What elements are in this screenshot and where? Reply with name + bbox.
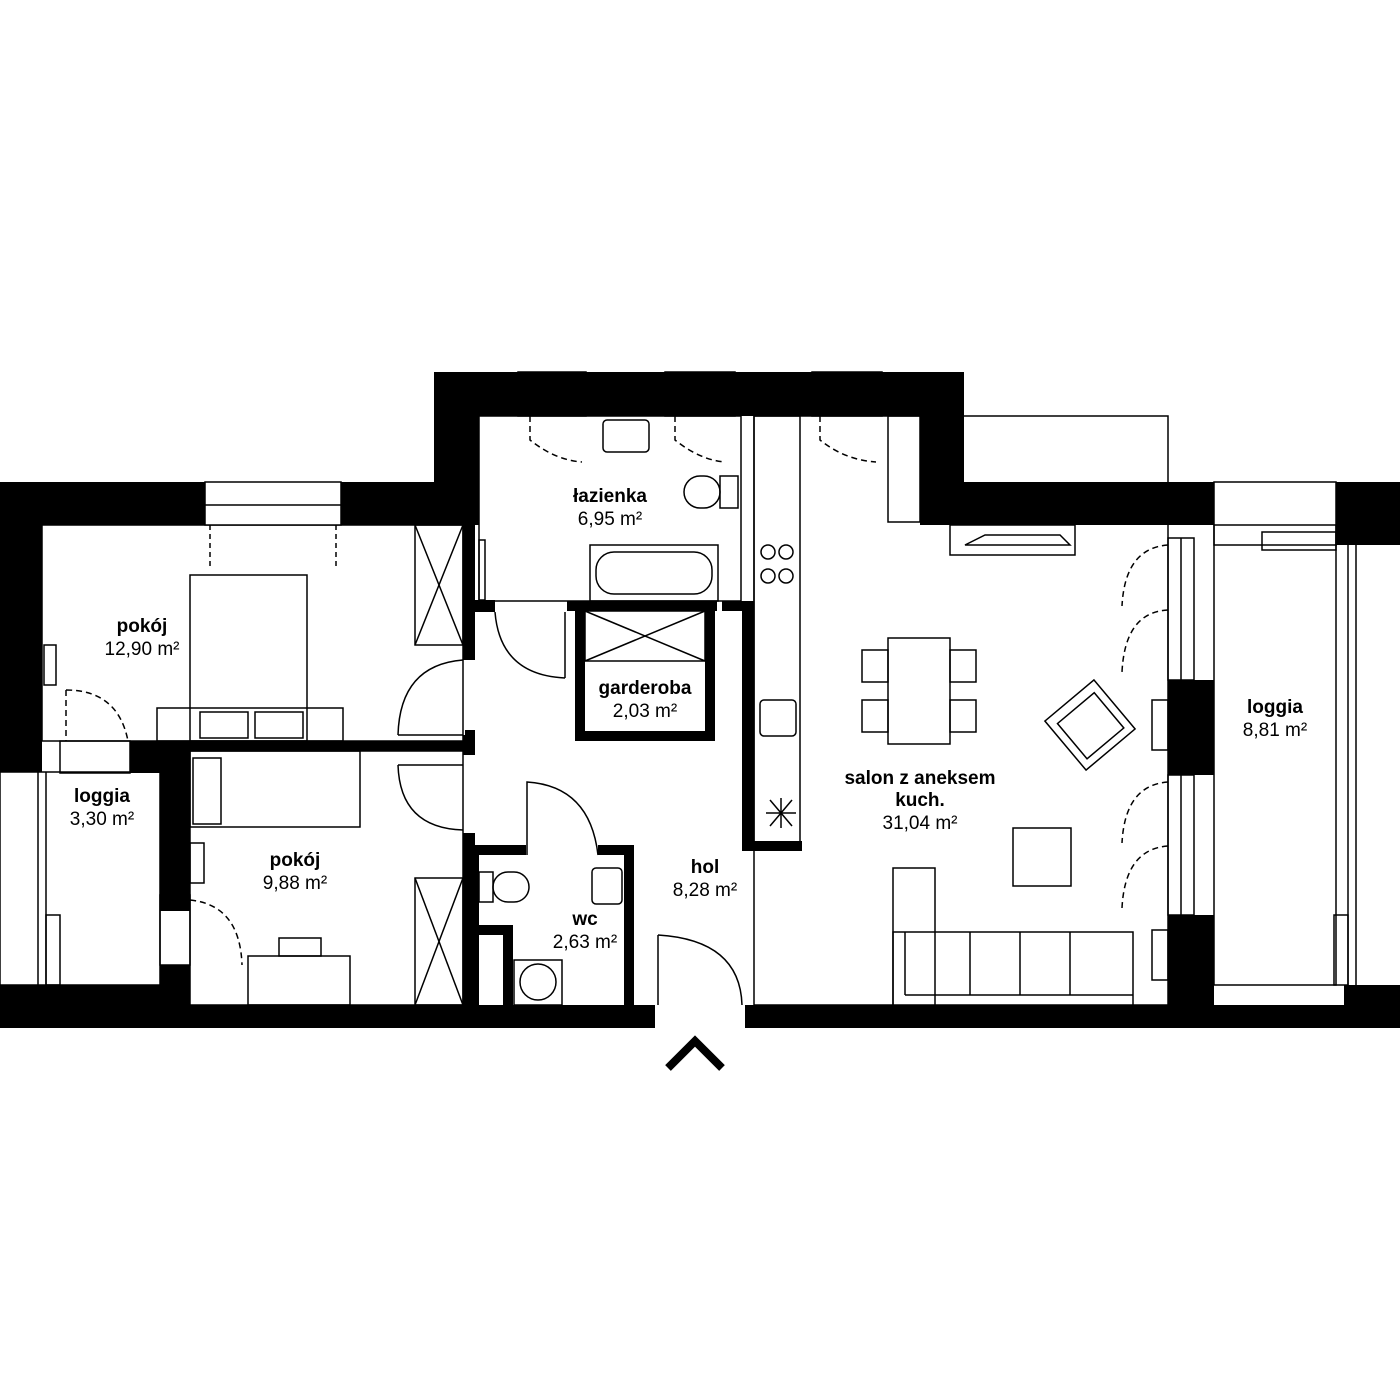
room-label-lazienka: łazienka 6,95 m² [540,486,680,532]
fixtures [0,371,1357,1007]
walls [0,372,1400,1028]
room-label-hol: hol 8,28 m² [650,857,760,903]
room-area: 12,90 m² [104,639,180,660]
room-label-garderoba: garderoba 2,03 m² [580,678,710,724]
room-label-pokoj-1: pokój 12,90 m² [72,616,212,662]
room-area: 2,63 m² [552,932,618,953]
room-label-loggia-right: loggia 8,81 m² [1215,697,1335,743]
room-area: 2,03 m² [612,701,678,722]
room-name: hol [690,857,720,878]
room-name: wc [572,909,598,930]
room-area: 3,30 m² [69,809,135,830]
room-area: 9,88 m² [262,873,328,894]
room-name: pokój [116,616,168,637]
room-area: 8,28 m² [672,880,738,901]
room-label-loggia-left: loggia 3,30 m² [42,786,162,832]
chevron-up-icon [665,1035,725,1071]
room-name: pokój [269,850,321,871]
room-name: loggia [74,786,130,807]
room-name: loggia [1247,697,1303,718]
room-label-pokoj-2: pokój 9,88 m² [225,850,365,896]
room-area: 6,95 m² [577,509,643,530]
room-area: 31,04 m² [882,813,958,834]
room-name: garderoba [598,678,692,699]
room-label-wc: wc 2,63 m² [535,909,635,955]
room-name: łazienka [573,486,647,507]
room-area: 8,81 m² [1242,720,1308,741]
